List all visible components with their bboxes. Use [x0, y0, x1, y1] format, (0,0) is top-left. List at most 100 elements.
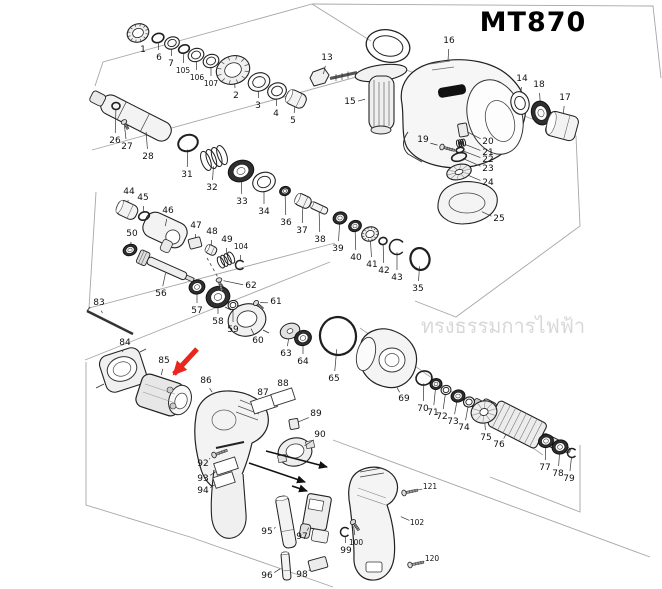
part-77: 77: [538, 433, 554, 473]
part-41: 41: [361, 226, 379, 270]
part-label-100: 100: [349, 538, 364, 547]
assembly-arrows: [248, 450, 328, 493]
part-label-41: 41: [366, 260, 377, 270]
part-label-13: 13: [321, 53, 332, 63]
part-label-19: 19: [417, 135, 429, 145]
part-88: 88: [270, 379, 296, 407]
part-45: 45: [137, 193, 151, 222]
part-label-14: 14: [516, 74, 528, 84]
part-64: 64: [294, 329, 312, 367]
part-17: 17: [545, 93, 579, 142]
part-label-25: 25: [493, 214, 504, 224]
part-label-96: 96: [261, 571, 273, 581]
part-label-36: 36: [280, 218, 292, 228]
part-18: 18: [530, 80, 552, 126]
part-26: 26: [109, 101, 121, 146]
part-label-50: 50: [126, 229, 138, 239]
part-44: 44: [115, 187, 139, 220]
part-label-21: 21: [482, 148, 493, 158]
part-label-89: 89: [310, 409, 322, 419]
part-label-57: 57: [191, 306, 202, 316]
part-14: 14: [510, 74, 530, 115]
part-label-43: 43: [391, 273, 402, 283]
part-13-wing-bolt: [309, 67, 358, 87]
part-58: 58: [205, 285, 231, 327]
part-label-64: 64: [297, 357, 309, 367]
part-label-35: 35: [412, 284, 423, 294]
part-label-22: 22: [482, 155, 493, 165]
part-16: 16: [443, 36, 455, 61]
part-1: 1: [126, 23, 150, 55]
part-35: 35: [409, 246, 431, 294]
part-label-42: 42: [378, 266, 389, 276]
part-label-78: 78: [552, 469, 564, 479]
part-36: 36: [279, 185, 292, 228]
part-120: 120: [407, 554, 439, 569]
part-label-69: 69: [398, 394, 410, 404]
part-24: 24: [446, 163, 494, 188]
part-3: 3: [247, 72, 271, 111]
part-label-32: 32: [206, 183, 217, 193]
part-label-7: 7: [168, 59, 174, 69]
part-62: 62: [215, 277, 257, 292]
part-label-88: 88: [277, 379, 289, 389]
part-47: 47: [187, 221, 203, 250]
part-15: 15: [344, 97, 366, 107]
part-60-crank-cap: [224, 303, 270, 337]
part-label-60: 60: [252, 336, 264, 346]
part-104: 104: [234, 242, 249, 271]
part-5: 5: [285, 89, 307, 126]
part-59: 59: [227, 299, 239, 335]
part-25: 25: [481, 211, 505, 224]
part-label-93: 93: [197, 474, 208, 484]
watermark-text: ทรงธรรมการไฟฟ้า: [421, 314, 585, 338]
part-label-1: 1: [140, 45, 146, 55]
part-100: 100: [349, 519, 364, 547]
part-label-99: 99: [340, 546, 352, 556]
part-label-104: 104: [234, 242, 249, 251]
part-label-17: 17: [559, 93, 570, 103]
part-label-39: 39: [332, 244, 344, 254]
part-84: 84: [119, 338, 131, 353]
part-label-75: 75: [480, 433, 491, 443]
part-21: 21: [455, 138, 494, 158]
part-label-74: 74: [458, 423, 470, 433]
part-label-27: 27: [121, 142, 132, 152]
part-label-107: 107: [204, 79, 219, 88]
part-34: 34: [252, 171, 276, 217]
part-107: 107: [202, 53, 220, 88]
part-90: 90: [304, 430, 326, 447]
part-97-switch: [298, 493, 332, 544]
part-label-6: 6: [156, 53, 162, 63]
part-label-106: 106: [190, 73, 205, 82]
part-40: 40: [348, 219, 362, 263]
part-102-rear-handle: [348, 466, 399, 581]
part-label-16: 16: [443, 36, 455, 46]
part-28-spindle: [89, 90, 172, 142]
red-pointer-arrow: [172, 347, 199, 376]
part-label-121: 121: [423, 482, 438, 491]
part-label-85: 85: [158, 356, 169, 366]
part-label-79: 79: [563, 474, 575, 484]
part-20: 20: [457, 122, 494, 147]
part-label-47: 47: [190, 221, 201, 231]
part-label-76: 76: [493, 440, 505, 450]
part-38: 38: [309, 201, 329, 245]
part-15-side-handle: [354, 29, 411, 135]
part-71: 71: [427, 377, 443, 418]
part-85: 85: [158, 356, 170, 376]
part-27: 27: [120, 119, 133, 152]
part-46-crank-housing: [142, 211, 188, 254]
part-label-2: 2: [233, 91, 239, 101]
part-label-94: 94: [197, 486, 209, 496]
part-label-58: 58: [212, 317, 224, 327]
part-92: 92: [197, 448, 228, 469]
part-75: 75: [470, 400, 498, 443]
part-25-dust-cover: [437, 181, 498, 225]
part-label-4: 4: [273, 109, 279, 119]
part-2: 2: [215, 55, 251, 101]
part-label-34: 34: [258, 207, 270, 217]
part-49: 49: [216, 235, 236, 269]
